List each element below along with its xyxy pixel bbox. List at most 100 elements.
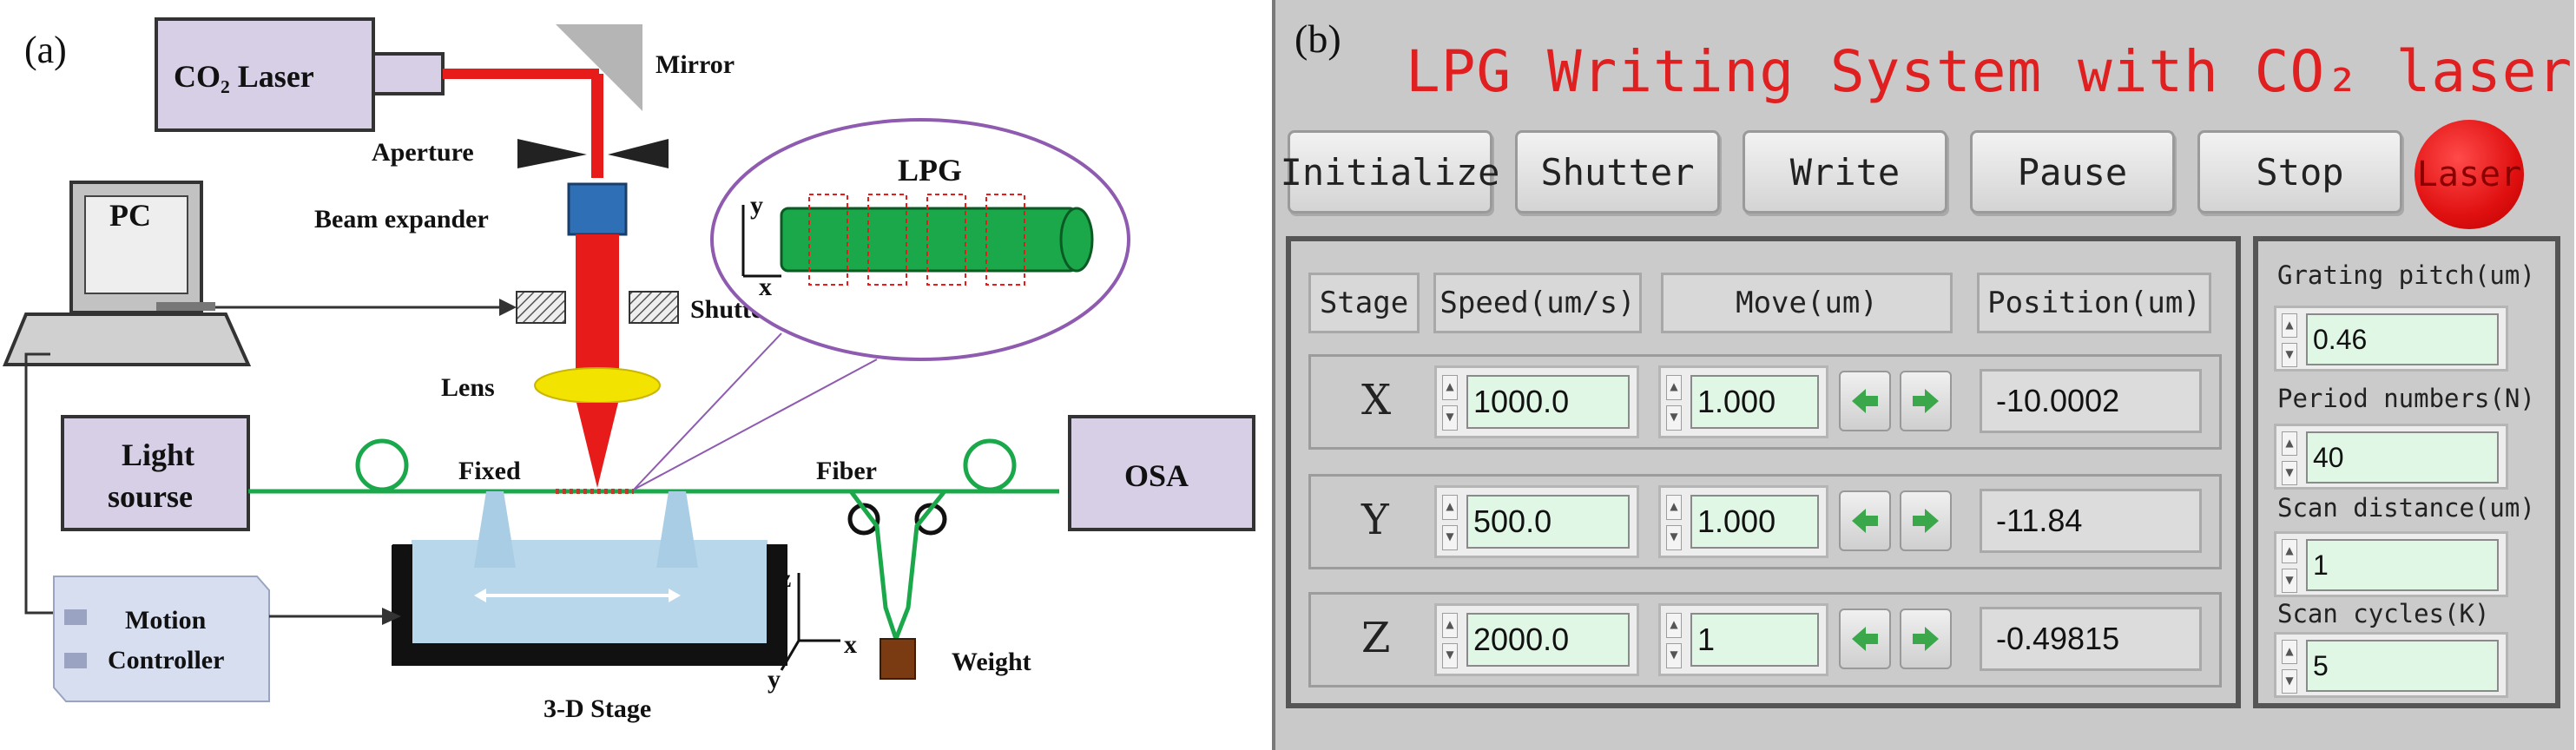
lpg-writing-software: (b) LPG Writing System with CO₂ laser In… bbox=[1272, 0, 2574, 750]
axes-icon bbox=[780, 573, 840, 671]
arrow-left-icon bbox=[1852, 389, 1878, 413]
move-field-x[interactable]: 1.000 bbox=[1690, 375, 1819, 429]
aperture-right-icon bbox=[608, 139, 669, 168]
pause-button[interactable]: Pause bbox=[1970, 130, 2175, 214]
fiber-coil-right-icon bbox=[963, 438, 1017, 492]
light-source-label-1: Light bbox=[122, 438, 194, 472]
scan-distance-field[interactable]: 1 bbox=[2306, 539, 2499, 591]
stage-row-z: Z ▲▼ 2000.0 ▲▼ 1 -0.49815 bbox=[1308, 592, 2222, 688]
laser-beam-vertical-top bbox=[591, 74, 603, 178]
move-stepper-z[interactable]: ▲▼ 1 bbox=[1658, 603, 1828, 676]
scan-distance-label: Scan distance(um) bbox=[2277, 493, 2535, 523]
pc-icon bbox=[3, 181, 252, 366]
move-left-button-x[interactable] bbox=[1839, 371, 1891, 431]
axis-label-y: Y bbox=[1361, 496, 1389, 544]
spin-arrows-icon[interactable]: ▲▼ bbox=[1666, 375, 1682, 431]
axis-y-label: y bbox=[768, 665, 781, 694]
arrow-right-icon bbox=[1913, 389, 1939, 413]
spin-arrows-icon[interactable]: ▲▼ bbox=[2282, 539, 2297, 593]
weight-icon bbox=[880, 638, 916, 680]
position-field-z: -0.49815 bbox=[1980, 607, 2202, 671]
stage-row-x: X ▲▼ 1000.0 ▲▼ 1.000 -10.0002 bbox=[1308, 354, 2222, 450]
lpg-label: LPG bbox=[898, 153, 962, 188]
speed-field-y[interactable]: 500.0 bbox=[1466, 495, 1630, 549]
shutter-left-icon bbox=[516, 291, 566, 324]
spin-arrows-icon[interactable]: ▲▼ bbox=[2282, 313, 2297, 367]
lens-label: Lens bbox=[441, 373, 495, 402]
move-stepper-y[interactable]: ▲▼ 1.000 bbox=[1658, 485, 1828, 558]
spin-arrows-icon[interactable]: ▲▼ bbox=[1666, 613, 1682, 668]
shutter-button[interactable]: Shutter bbox=[1515, 130, 1720, 214]
spin-arrows-icon[interactable]: ▲▼ bbox=[2282, 431, 2297, 485]
speed-field-z[interactable]: 2000.0 bbox=[1466, 613, 1630, 667]
move-left-button-y[interactable] bbox=[1839, 490, 1891, 551]
lpg-inset bbox=[633, 118, 1130, 490]
arrow-left-icon bbox=[1852, 509, 1878, 533]
arrow-left-icon bbox=[1852, 627, 1878, 651]
move-field-z[interactable]: 1 bbox=[1690, 613, 1819, 667]
spin-arrows-icon[interactable]: ▲▼ bbox=[1442, 613, 1458, 668]
mirror-icon bbox=[556, 24, 642, 111]
period-numbers-stepper[interactable]: ▲▼ 40 bbox=[2274, 424, 2508, 490]
move-right-button-x[interactable] bbox=[1900, 371, 1952, 431]
spin-arrows-icon[interactable]: ▲▼ bbox=[1442, 375, 1458, 431]
spin-arrows-icon[interactable]: ▲▼ bbox=[2282, 640, 2297, 694]
lens-icon bbox=[534, 367, 661, 404]
aperture-left-icon bbox=[517, 139, 587, 168]
stop-button[interactable]: Stop bbox=[2197, 130, 2402, 214]
move-stepper-x[interactable]: ▲▼ 1.000 bbox=[1658, 365, 1828, 438]
move-right-button-y[interactable] bbox=[1900, 490, 1952, 551]
scan-cycles-stepper[interactable]: ▲▼ 5 bbox=[2274, 632, 2508, 698]
axis-x-label: x bbox=[844, 630, 857, 659]
fiber-coil-left-icon bbox=[355, 438, 409, 492]
speed-field-x[interactable]: 1000.0 bbox=[1466, 375, 1630, 429]
move-left-button-z[interactable] bbox=[1839, 609, 1891, 669]
speed-stepper-y[interactable]: ▲▼ 500.0 bbox=[1434, 485, 1639, 558]
scan-cycles-label: Scan cycles(K) bbox=[2277, 599, 2490, 628]
grating-pitch-label: Grating pitch(um) bbox=[2277, 260, 2535, 290]
panel-b-letter: (b) bbox=[1295, 16, 1341, 61]
aperture-label: Aperture bbox=[372, 138, 474, 167]
beam-expander-label: Beam expander bbox=[314, 205, 489, 234]
app-title: LPG Writing System with CO₂ laser bbox=[1406, 38, 2573, 105]
spin-arrows-icon[interactable]: ▲▼ bbox=[1666, 495, 1682, 550]
arrow-right-icon bbox=[1913, 509, 1939, 533]
move-field-y[interactable]: 1.000 bbox=[1690, 495, 1819, 549]
header-move: Move(um) bbox=[1661, 273, 1953, 333]
mirror-label: Mirror bbox=[656, 50, 735, 79]
stage-3d bbox=[392, 491, 787, 666]
laser-beam-focused bbox=[576, 403, 618, 488]
scan-cycles-field[interactable]: 5 bbox=[2306, 640, 2499, 692]
co2-laser-label: CO₂ Laser bbox=[174, 59, 314, 94]
write-button[interactable]: Write bbox=[1743, 130, 1947, 214]
speed-stepper-x[interactable]: ▲▼ 1000.0 bbox=[1434, 365, 1639, 438]
fiber-label: Fiber bbox=[816, 457, 877, 485]
co2-laser: CO₂ Laser bbox=[155, 17, 445, 132]
weight-label: Weight bbox=[952, 648, 1031, 676]
header-position: Position(um) bbox=[1977, 273, 2211, 333]
laser-indicator: Laser bbox=[2415, 120, 2524, 229]
speed-stepper-z[interactable]: ▲▼ 2000.0 bbox=[1434, 603, 1639, 676]
inset-y-label: y bbox=[750, 191, 763, 220]
stage-label: 3-D Stage bbox=[544, 694, 651, 723]
panel-a-letter: (a) bbox=[24, 29, 67, 71]
pc-label: PC bbox=[109, 198, 151, 233]
period-numbers-field[interactable]: 40 bbox=[2306, 431, 2499, 484]
initialize-button[interactable]: Initialize bbox=[1281, 130, 1499, 214]
position-field-x: -10.0002 bbox=[1980, 369, 2202, 433]
spin-arrows-icon[interactable]: ▲▼ bbox=[1442, 495, 1458, 550]
axis-label-x: X bbox=[1361, 376, 1392, 424]
header-stage: Stage bbox=[1308, 273, 1420, 333]
osa-label: OSA bbox=[1124, 458, 1189, 493]
laser-beam-horizontal bbox=[443, 69, 599, 79]
motion-controller-box bbox=[53, 576, 270, 702]
scan-distance-stepper[interactable]: ▲▼ 1 bbox=[2274, 531, 2508, 597]
grating-pitch-stepper[interactable]: ▲▼ 0.46 bbox=[2274, 306, 2508, 372]
header-speed: Speed(um/s) bbox=[1433, 273, 1642, 333]
grating-pitch-field[interactable]: 0.46 bbox=[2306, 313, 2499, 365]
move-right-button-z[interactable] bbox=[1900, 609, 1952, 669]
axis-z-label: z bbox=[780, 564, 791, 593]
position-field-y: -11.84 bbox=[1980, 489, 2202, 553]
motion-label-1: Motion bbox=[125, 606, 207, 635]
light-source-box bbox=[61, 415, 250, 531]
